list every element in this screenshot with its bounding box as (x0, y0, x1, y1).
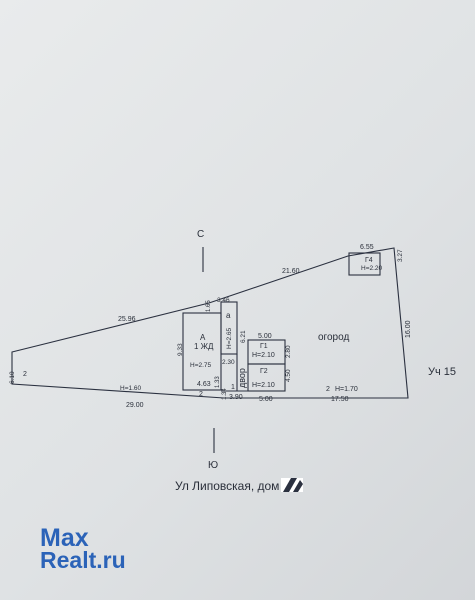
watermark-suffix: .ru (96, 547, 126, 573)
dim-g4-top: 6.55 (360, 244, 374, 251)
dim-g1-side: 2.80 (285, 345, 292, 358)
dim-bottom-g2: 5.00 (259, 396, 273, 403)
dim-house-width: 4.63 (197, 381, 211, 388)
plot-boundary (11, 247, 409, 399)
dim-g1-top: 5.00 (258, 333, 272, 340)
dim-ne-side: 3.27 (397, 249, 404, 262)
shed-g2-code: Г2 (260, 368, 268, 375)
shed-g4-outline (348, 252, 381, 276)
shed-g1-code: Г1 (260, 343, 268, 350)
point-number: 2 (326, 386, 330, 393)
yard-label: двор (237, 368, 247, 388)
neighbor-label: Уч 15 (428, 366, 456, 378)
dim-left-side: 6.10 (9, 371, 16, 384)
annex-height: H=2.65 (226, 327, 233, 349)
house-code: А (200, 333, 206, 342)
dim-annex-top: 3.46 (217, 297, 230, 304)
shed-g1-height: H=2.10 (252, 352, 275, 359)
street-caption: Ул Липовская, дом (175, 479, 279, 493)
dim-bottom-east: 17.50 (331, 396, 349, 403)
dim-house-height: 9.33 (177, 343, 184, 356)
watermark-line1: Max (40, 524, 89, 552)
dim-gap-small: 1.34 (222, 388, 228, 400)
house-height: H=2.75 (190, 362, 212, 369)
shed-g4-height: H=2.20 (361, 265, 383, 272)
point-number: 2 (199, 391, 203, 398)
dim-g2-side: 4.50 (285, 369, 292, 382)
fence-height-west: H=1.60 (120, 385, 142, 392)
watermark-line2: Realt.ru (40, 547, 126, 573)
annex-code: а (226, 311, 231, 320)
dim-annex-side: 6.21 (240, 330, 247, 343)
dim-nw-top: 25.96 (118, 316, 136, 323)
dim-gap-bottom: 1.33 (215, 376, 221, 388)
south-label: Ю (208, 460, 218, 471)
shed-g4-code: Г4 (365, 257, 373, 264)
address-redaction (281, 478, 303, 492)
point-number: 1 (231, 384, 235, 391)
point-number: 2 (23, 371, 27, 378)
watermark-realt: Realt (40, 547, 97, 573)
dim-annex-left: 1.65 (206, 300, 212, 312)
watermark-logo: Max Realt.ru (40, 524, 126, 573)
dim-bottom-house: 3.90 (229, 394, 243, 401)
annex-outline (220, 301, 238, 355)
fence-height-east: H=1.70 (335, 386, 358, 393)
dim-east-side: 16.00 (405, 320, 412, 338)
shed-g2-height: H=2.10 (252, 382, 275, 389)
garden-label: огород (318, 332, 349, 343)
shed-g2-outline (247, 363, 286, 392)
dim-bottom-west: 29.00 (126, 402, 144, 409)
dim-gap-house: 2.30 (222, 359, 235, 366)
north-label: С (197, 229, 204, 240)
house-name: 1 ЖД (194, 342, 214, 351)
dim-top-middle: 21.60 (282, 268, 300, 275)
